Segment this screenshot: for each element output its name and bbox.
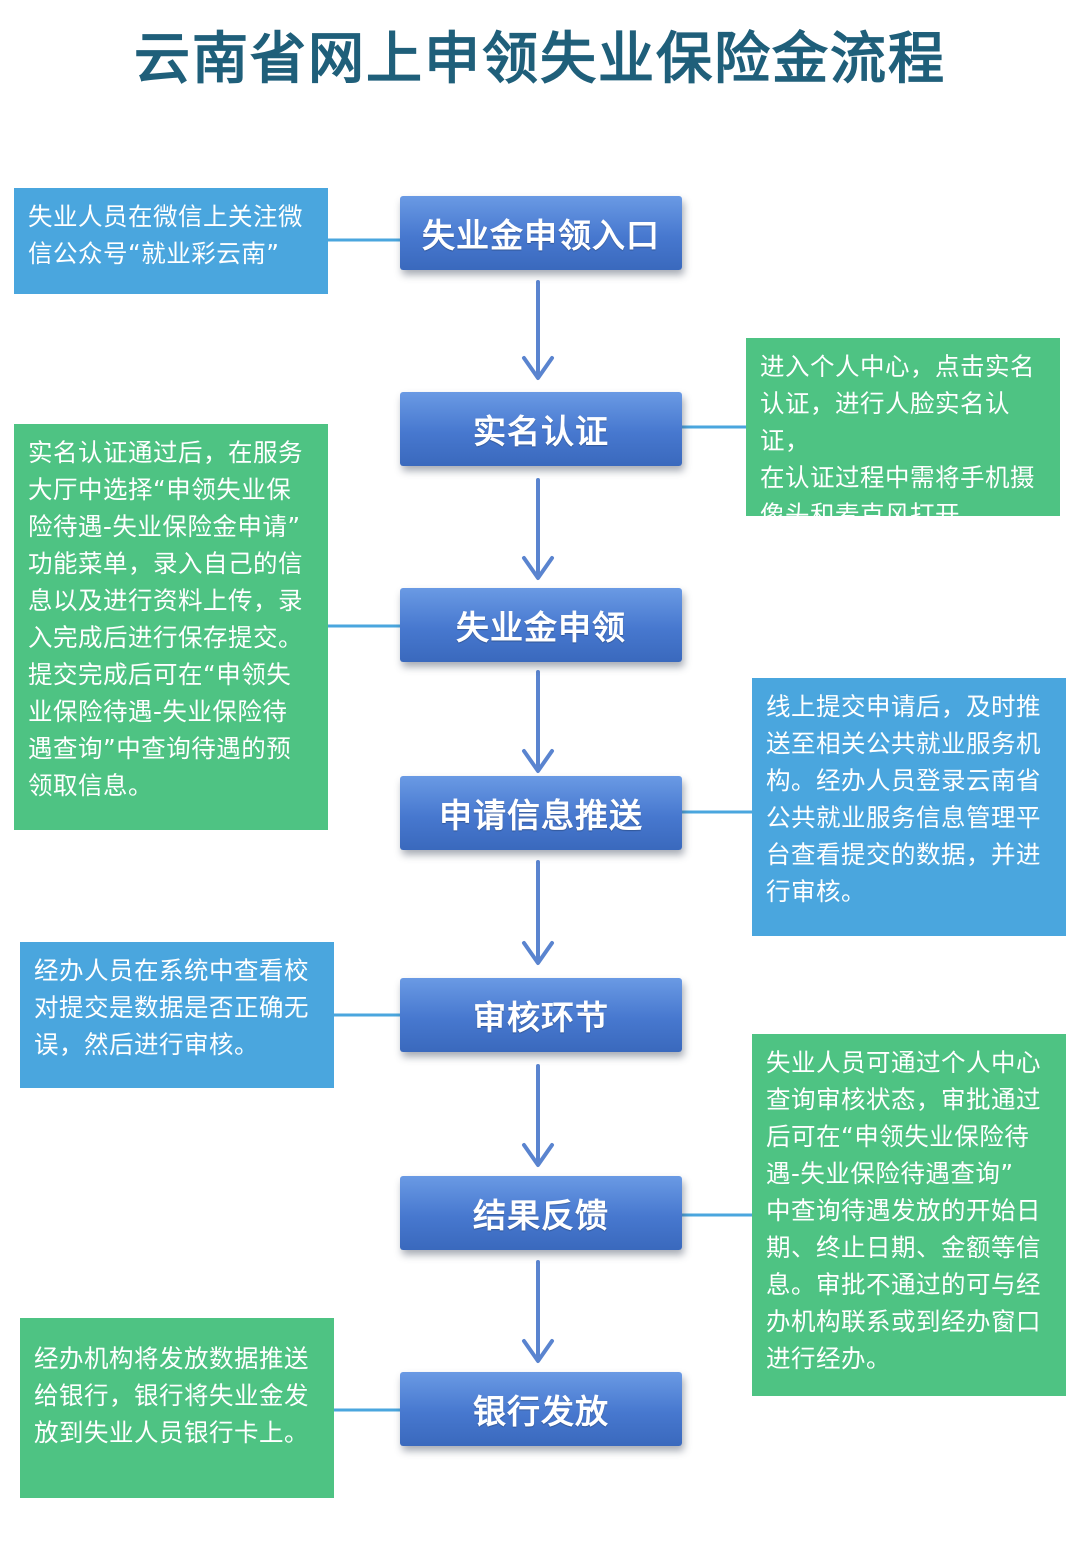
note-line: 提交完成后可在“申领失	[28, 660, 292, 689]
note-line: 领取信息。	[28, 771, 153, 800]
step-real-name-auth[interactable]: 实名认证	[400, 392, 682, 466]
note-line: 功能菜单，录入自己的信	[28, 549, 303, 578]
step-result-feedback[interactable]: 结果反馈	[400, 1176, 682, 1250]
note-line: 行审核。	[766, 877, 866, 906]
note-review: 经办人员在系统中查看校 对提交是数据是否正确无 误，然后进行审核。	[20, 942, 334, 1088]
note-line: 进行经办。	[766, 1344, 891, 1373]
note-line: 在认证过程中需将手机摄	[760, 463, 1035, 492]
note-line: 放到失业人员银行卡上。	[34, 1418, 309, 1447]
note-line: 办机构联系或到经办窗口	[766, 1307, 1041, 1336]
step-entry[interactable]: 失业金申领入口	[400, 196, 682, 270]
note-line: 查询审核状态，审批通过	[766, 1085, 1041, 1114]
note-line: 进入个人中心，点击实名	[760, 352, 1035, 381]
arrow-4-5	[522, 860, 554, 965]
note-line: 误，然后进行审核。	[34, 1030, 259, 1059]
note-line: 息。审批不通过的可与经	[766, 1270, 1041, 1299]
note-line: 送至相关公共就业服务机	[766, 729, 1041, 758]
note-line: 构。经办人员登录云南省	[766, 766, 1041, 795]
arrow-6-7	[522, 1260, 554, 1363]
note-line: 业保险待遇-失业保险待	[28, 697, 288, 726]
step-benefit-application[interactable]: 失业金申领	[400, 588, 682, 662]
note-entry: 失业人员在微信上关注微 信公众号“就业彩云南”	[14, 188, 328, 294]
note-line: 认证，进行人脸实名认证，	[760, 389, 1010, 455]
note-line: 对提交是数据是否正确无	[34, 993, 309, 1022]
note-line: 大厅中选择“申领失业保	[28, 475, 292, 504]
arrow-2-3	[522, 478, 554, 580]
note-line: 险待遇-失业保险金申请”	[28, 512, 301, 541]
note-line: 像头和麦克风打开	[760, 500, 960, 529]
arrow-5-6	[522, 1064, 554, 1167]
note-line: 失业人员在微信上关注微	[28, 202, 303, 231]
step-info-push[interactable]: 申请信息推送	[400, 776, 682, 850]
note-line: 台查看提交的数据，并进	[766, 840, 1041, 869]
note-line: 期、终止日期、金额等信	[766, 1233, 1041, 1262]
note-line: 失业人员可通过个人中心	[766, 1048, 1041, 1077]
step-review[interactable]: 审核环节	[400, 978, 682, 1052]
note-line: 公共就业服务信息管理平	[766, 803, 1041, 832]
note-line: 后可在“申领失业保险待	[766, 1122, 1030, 1151]
note-spacer	[34, 1328, 322, 1340]
note-line: 息以及进行资料上传，录	[28, 586, 303, 615]
arrow-1-2	[522, 280, 554, 380]
note-line: 遇-失业保险待遇查询”	[766, 1159, 1014, 1188]
note-bank-payment: 经办机构将发放数据推送 给银行，银行将失业金发 放到失业人员银行卡上。	[20, 1318, 334, 1498]
arrow-3-4	[522, 670, 554, 773]
note-real-name-auth: 进入个人中心，点击实名 认证，进行人脸实名认证， 在认证过程中需将手机摄 像头和…	[746, 338, 1060, 529]
note-info-push: 线上提交申请后，及时推 送至相关公共就业服务机 构。经办人员登录云南省 公共就业…	[752, 678, 1066, 936]
note-line: 信公众号“就业彩云南”	[28, 239, 280, 268]
note-line: 入完成后进行保存提交。	[28, 623, 303, 652]
step-bank-payment[interactable]: 银行发放	[400, 1372, 682, 1446]
note-line: 经办机构将发放数据推送	[34, 1344, 309, 1373]
page-title: 云南省网上申领失业保险金流程	[134, 27, 946, 92]
note-line: 给银行，银行将失业金发	[34, 1381, 309, 1410]
note-line: 实名认证通过后，在服务	[28, 438, 303, 467]
note-result-feedback: 失业人员可通过个人中心 查询审核状态，审批通过 后可在“申领失业保险待 遇-失业…	[752, 1034, 1066, 1396]
note-line: 中查询待遇发放的开始日	[766, 1196, 1041, 1225]
note-line: 经办人员在系统中查看校	[34, 956, 309, 985]
note-line: 线上提交申请后，及时推	[766, 692, 1041, 721]
note-benefit-application: 实名认证通过后，在服务 大厅中选择“申领失业保 险待遇-失业保险金申请” 功能菜…	[14, 424, 328, 830]
note-line: 遇查询”中查询待遇的预	[28, 734, 292, 763]
